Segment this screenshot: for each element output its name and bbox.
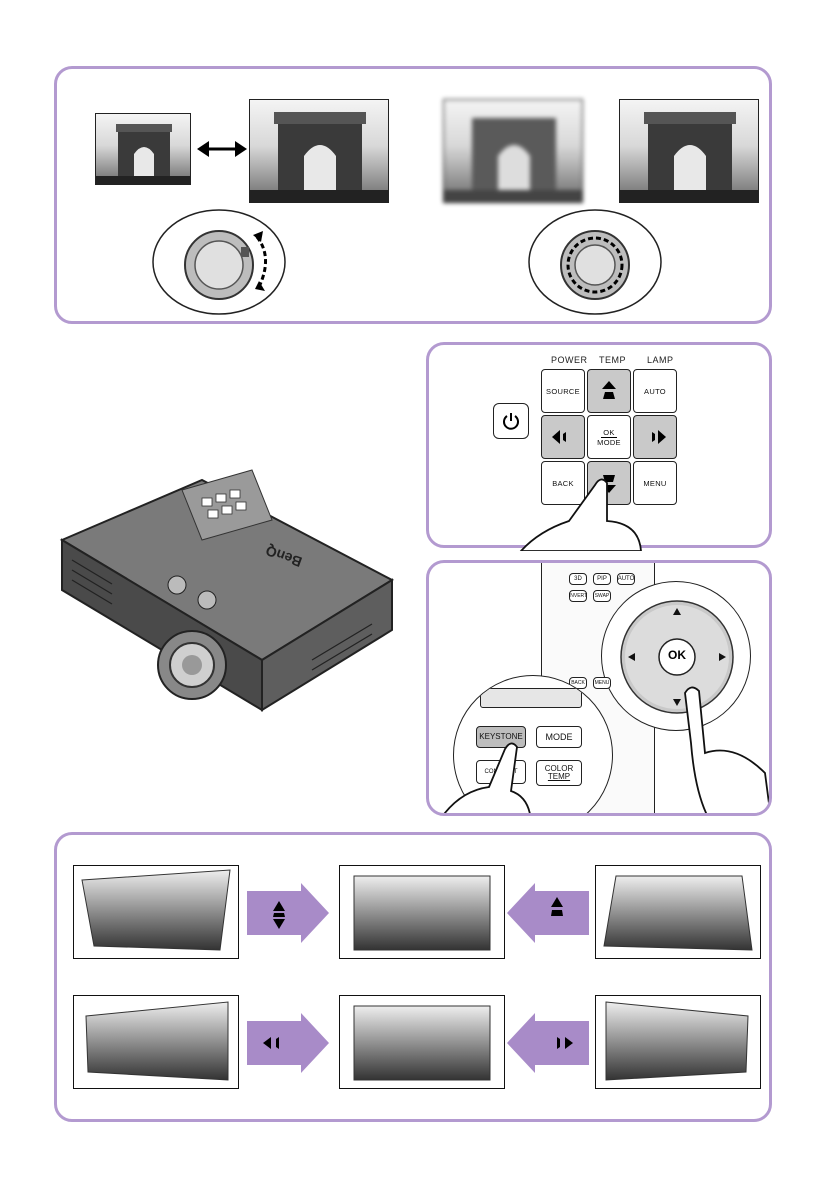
up-key[interactable]	[587, 369, 631, 413]
remote-invert-button[interactable]: INVERT	[569, 590, 587, 602]
ok-mode-button[interactable]: OK MODE	[587, 415, 631, 459]
auto-button[interactable]: AUTO	[633, 369, 677, 413]
keystone-arrow-icon	[507, 1013, 589, 1073]
label-temp: TEMP	[599, 355, 626, 365]
keystone-image-corrected-2	[339, 995, 505, 1089]
keystone-image-corrected	[339, 865, 505, 959]
keystone-image-left-tall	[595, 995, 761, 1089]
zoom-large-image	[249, 99, 389, 203]
focus-ring-icon	[525, 207, 665, 317]
keystone-arrow-icon	[247, 1013, 329, 1073]
double-arrow-icon	[197, 139, 247, 159]
source-button[interactable]: SOURCE	[541, 369, 585, 413]
ok-button[interactable]: OK	[661, 648, 693, 662]
left-key[interactable]	[541, 415, 585, 459]
keystone-panel	[54, 832, 772, 1122]
remote-panel-box: 3D PIP AUTO INVERT SWAP OK BACK MENU KEY…	[426, 560, 772, 816]
remote-3d-button[interactable]: 3D	[569, 573, 587, 585]
finger-icon	[509, 461, 649, 551]
keystone-right-icon	[644, 430, 666, 444]
control-panel-box: POWER TEMP LAMP SOURCE AUTO OK MODE BACK…	[426, 342, 772, 548]
power-button[interactable]	[493, 403, 529, 439]
zoom-focus-panel	[54, 66, 772, 324]
keystone-image-bottom-wide	[595, 865, 761, 959]
remote-menu-button[interactable]: MENU	[593, 677, 611, 689]
finger-icon	[439, 731, 559, 816]
ok-label: OK	[601, 428, 616, 438]
keystone-up-icon	[602, 381, 616, 401]
focus-blurred-image	[443, 99, 583, 203]
focus-sharp-image	[619, 99, 759, 203]
zoom-ring-icon	[149, 207, 289, 317]
projector-illustration: BenQ	[52, 460, 402, 720]
zoom-small-image	[95, 113, 191, 185]
finger-icon	[675, 683, 772, 816]
mode-label: MODE	[597, 438, 621, 447]
label-lamp: LAMP	[647, 355, 674, 365]
right-key[interactable]	[633, 415, 677, 459]
keystone-image-right-tall	[73, 995, 239, 1089]
keystone-arrow-icon	[507, 883, 589, 943]
keystone-arrow-icon	[247, 883, 329, 943]
power-icon	[502, 412, 520, 430]
label-power: POWER	[551, 355, 588, 365]
keystone-left-icon	[552, 430, 574, 444]
keystone-image-top-wide	[73, 865, 239, 959]
